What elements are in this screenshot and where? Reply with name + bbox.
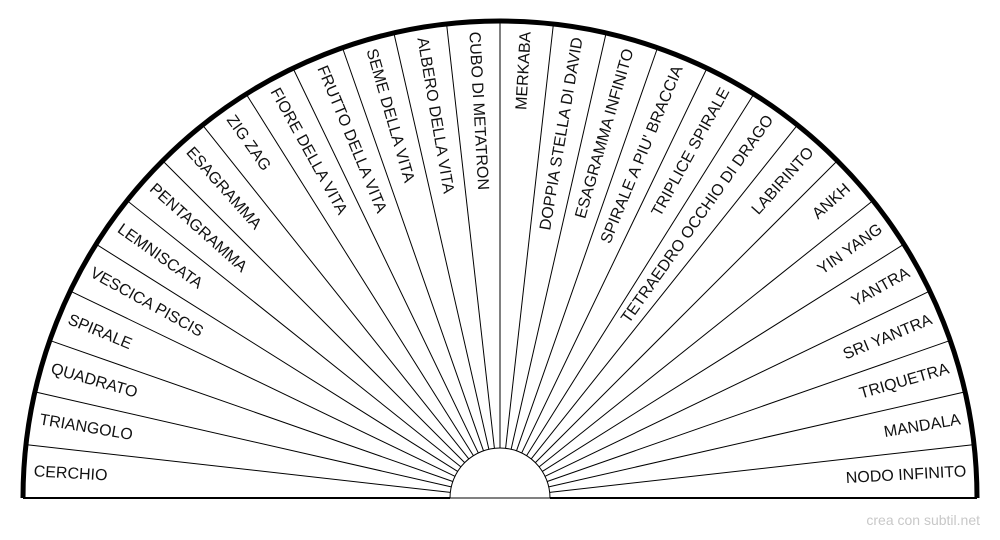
divider-line bbox=[292, 68, 479, 454]
segment-label: ZIG ZAG bbox=[223, 112, 274, 174]
divider-line bbox=[341, 47, 484, 451]
divider-line bbox=[526, 93, 755, 456]
divider-line bbox=[547, 339, 951, 482]
segment-label: SPIRALE bbox=[65, 311, 134, 353]
segment-label: SRI YANTRA bbox=[841, 311, 935, 363]
segment-label: LABIRINTO bbox=[749, 144, 818, 218]
dividers bbox=[23, 21, 977, 499]
divider-line bbox=[538, 200, 874, 468]
divider-line bbox=[548, 391, 966, 488]
divider-line bbox=[446, 23, 495, 449]
divider-line bbox=[95, 243, 458, 472]
divider-line bbox=[25, 444, 451, 493]
divider-line bbox=[49, 339, 453, 482]
segment-label: YIN YANG bbox=[815, 221, 886, 278]
footer-credit: crea con subtil.net bbox=[866, 512, 980, 528]
divider-line bbox=[505, 23, 554, 449]
divider-line bbox=[70, 290, 456, 477]
segment-label: MANDALA bbox=[883, 411, 962, 441]
divider-line bbox=[245, 93, 474, 456]
segment-label: TRIQUETRA bbox=[858, 360, 952, 402]
divider-line bbox=[521, 68, 708, 454]
segment-label: TRIANGOLO bbox=[38, 411, 134, 444]
divider-line bbox=[510, 32, 607, 450]
segment-label: MERKABA bbox=[513, 31, 534, 110]
divider-line bbox=[516, 47, 659, 451]
segment-label: ANKH bbox=[809, 180, 853, 222]
divider-line bbox=[542, 243, 905, 472]
inner-arc bbox=[449, 447, 551, 499]
divider-line bbox=[162, 160, 465, 463]
divider-line bbox=[393, 32, 490, 450]
segment-label: NODO INFINITO bbox=[845, 463, 966, 487]
segment-label: CUBO DI METATRON bbox=[465, 31, 491, 190]
divider-line bbox=[202, 124, 470, 460]
divider-line bbox=[34, 391, 452, 488]
segment-label: CERCHIO bbox=[33, 463, 108, 484]
divider-line bbox=[530, 124, 798, 460]
divider-line bbox=[535, 160, 838, 463]
divider-line bbox=[549, 444, 975, 493]
divider-line bbox=[544, 290, 930, 477]
divider-line bbox=[126, 200, 462, 468]
